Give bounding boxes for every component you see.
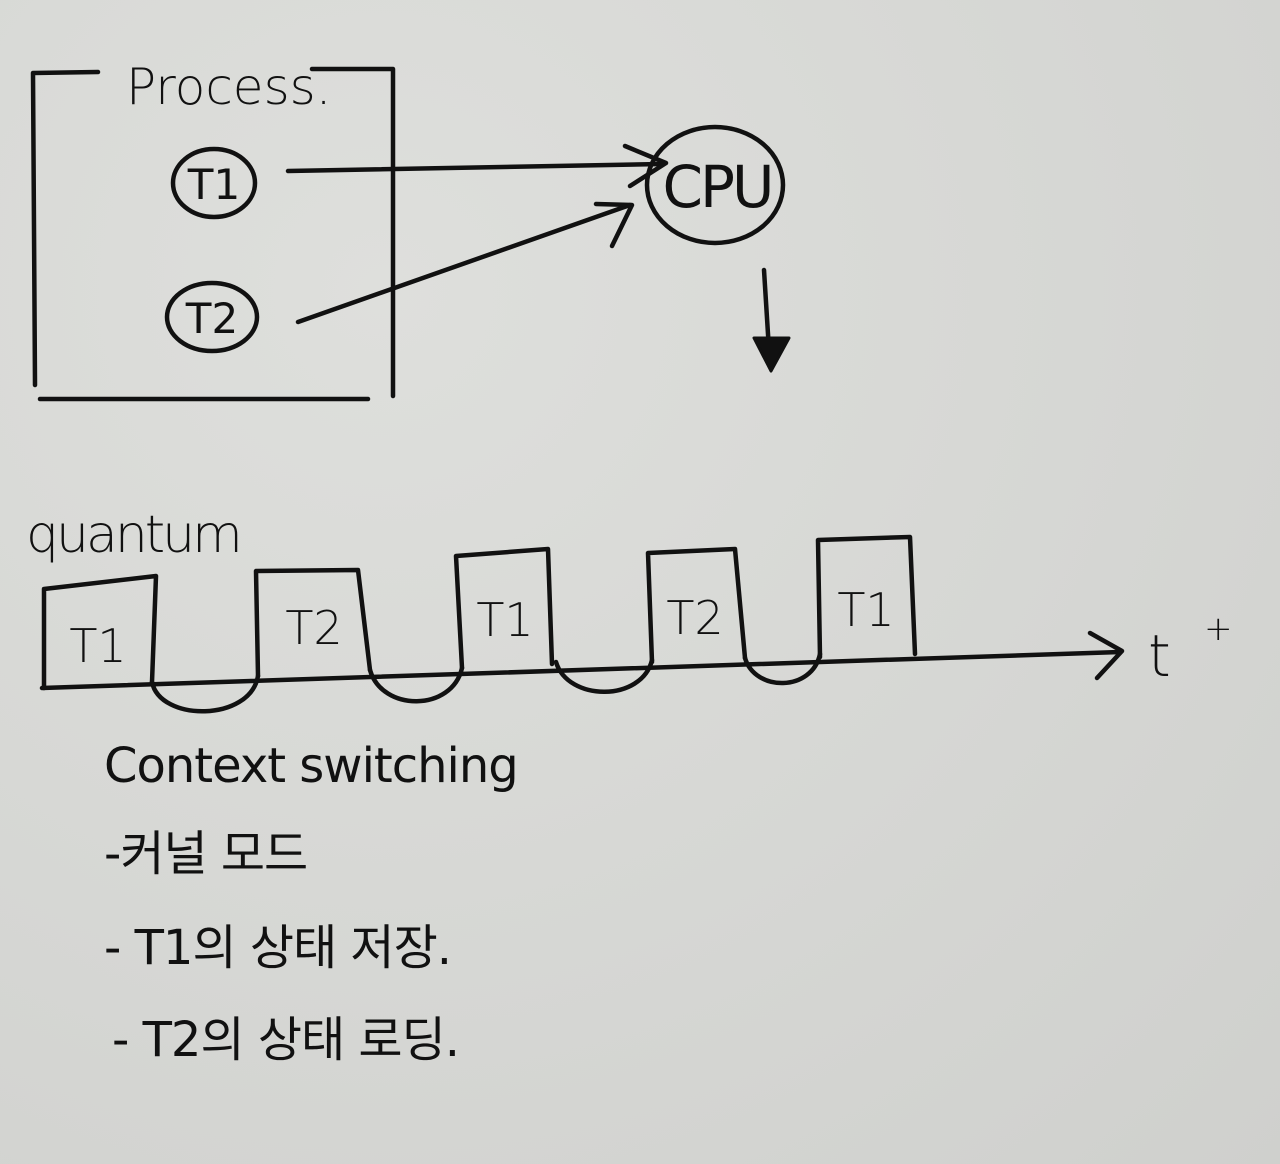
arrow-t1-to-cpu bbox=[285, 161, 665, 174]
cpu-label: CPU bbox=[663, 153, 772, 221]
thread-t1-label: T1 bbox=[187, 160, 240, 209]
slot-5-t1: T1 bbox=[815, 534, 918, 660]
slot-1-label: T1 bbox=[69, 619, 126, 673]
thread-t1-node: T1 bbox=[170, 146, 258, 220]
slot-3-t1: T1 bbox=[453, 546, 555, 671]
slot-4-t2: T2 bbox=[645, 546, 748, 665]
context-switch-arc-2 bbox=[367, 665, 465, 704]
arrow-t2-to-cpu bbox=[295, 202, 633, 325]
arrowhead-cpu-down bbox=[752, 336, 791, 373]
slot-3-label: T1 bbox=[476, 593, 533, 647]
process-title: Process. bbox=[126, 58, 332, 116]
slot-2-label: T2 bbox=[285, 601, 342, 655]
slot-4-label: T2 bbox=[666, 591, 723, 645]
context-switching-heading: Context switching bbox=[104, 738, 518, 794]
time-axis-label: t bbox=[1148, 622, 1171, 690]
slot-1-t1: T1 bbox=[41, 573, 159, 691]
context-switch-arc-4 bbox=[742, 651, 823, 686]
slot-2-t2: T2 bbox=[253, 567, 373, 679]
context-switch-arc-1 bbox=[149, 673, 261, 714]
arrowhead-t1-to-cpu bbox=[622, 143, 669, 189]
thread-t2-node: T2 bbox=[164, 280, 260, 354]
time-axis-arrowhead bbox=[1087, 630, 1125, 681]
note-item-kernel-mode: -커널 모드 bbox=[104, 826, 307, 882]
time-axis-mark: + bbox=[1204, 609, 1233, 649]
note-item-save-t1: - T1의 상태 저장. bbox=[104, 920, 451, 976]
note-item-load-t2: - T2의 상태 로딩. bbox=[112, 1012, 459, 1068]
process-box: Process. bbox=[30, 58, 396, 402]
thread-t2-label: T2 bbox=[185, 294, 238, 343]
quantum-label: quantum bbox=[26, 505, 240, 565]
slot-5-label: T1 bbox=[837, 583, 894, 637]
arrowhead-t2-to-cpu bbox=[593, 201, 635, 249]
context-switch-arc-3 bbox=[553, 657, 655, 694]
time-axis bbox=[39, 649, 1123, 691]
cpu-node: CPU bbox=[644, 124, 786, 246]
